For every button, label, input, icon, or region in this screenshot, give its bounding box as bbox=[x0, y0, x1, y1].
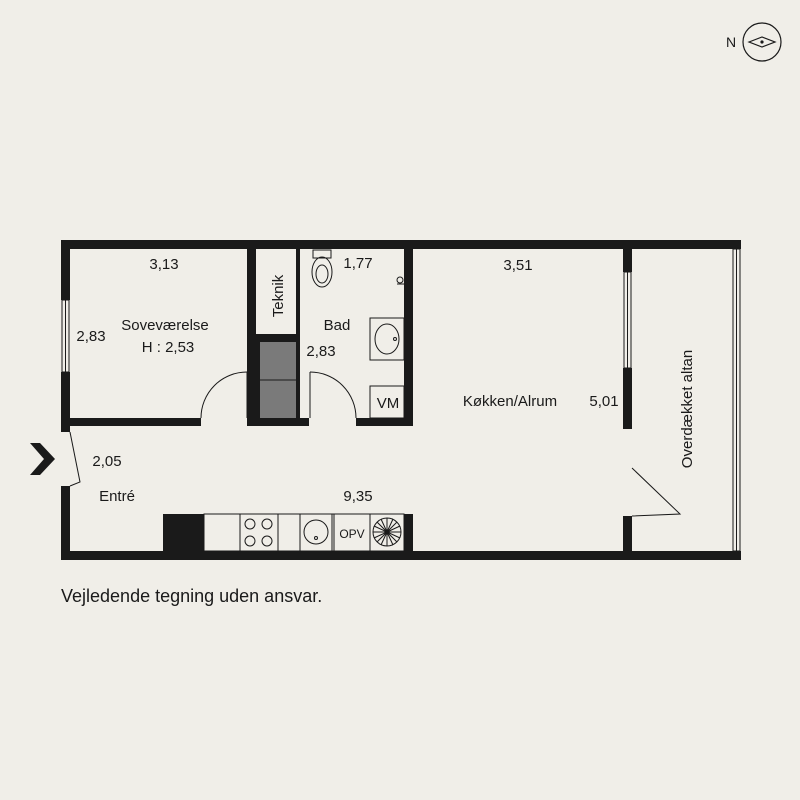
balcony-name: Overdækket altan bbox=[679, 350, 696, 468]
bedroom-height: H : 2,53 bbox=[142, 339, 195, 356]
bedroom-depth: 2,83 bbox=[76, 328, 105, 345]
toilet-icon bbox=[311, 249, 333, 288]
room-labels: 3,13 2,83 Soveværelse H : 2,53 Teknik 1,… bbox=[76, 255, 696, 541]
entrance-depth: 2,05 bbox=[92, 453, 121, 470]
kitchen-counter bbox=[163, 513, 405, 552]
kitchen-width: 3,51 bbox=[503, 257, 532, 274]
entry-door bbox=[69, 431, 81, 487]
bathroom-tap-icon bbox=[396, 276, 404, 285]
entry-arrow-icon bbox=[30, 443, 55, 475]
balcony-door bbox=[631, 467, 682, 517]
doors bbox=[69, 371, 682, 517]
technical-cupboard bbox=[260, 342, 296, 418]
washing-machine bbox=[369, 385, 405, 419]
compass: N bbox=[726, 22, 782, 62]
bedroom-name: Soveværelse bbox=[121, 317, 209, 334]
exterior-walls bbox=[61, 240, 741, 560]
bathroom-fixtures bbox=[311, 249, 405, 419]
dishwasher-label: OPV bbox=[339, 527, 364, 541]
fridge-cabinet bbox=[163, 514, 204, 551]
compass-icon bbox=[742, 22, 782, 62]
bedroom-door bbox=[200, 371, 248, 419]
bathroom-name: Bad bbox=[324, 317, 351, 334]
washing-machine-label: VM bbox=[377, 395, 400, 412]
compass-needle-icon bbox=[747, 36, 777, 48]
spiral-stair-icon bbox=[369, 513, 405, 552]
kitchen-sink-icon bbox=[299, 513, 333, 552]
technical-name: Teknik bbox=[270, 274, 287, 317]
bathroom-door bbox=[309, 371, 357, 419]
bedroom-width: 3,13 bbox=[149, 256, 178, 273]
windows bbox=[61, 248, 741, 552]
stove-icon bbox=[239, 513, 279, 552]
north-label: N bbox=[726, 34, 736, 50]
interior-walls bbox=[61, 240, 413, 560]
bathroom-width: 1,77 bbox=[343, 255, 372, 272]
disclaimer: Vejledende tegning uden ansvar. bbox=[61, 586, 323, 606]
kitchen-name: Køkken/Alrum bbox=[463, 393, 557, 410]
bathroom-sink-icon bbox=[369, 317, 405, 361]
entrance-length: 9,35 bbox=[343, 488, 372, 505]
kitchen-depth: 5,01 bbox=[589, 393, 618, 410]
bathroom-depth: 2,83 bbox=[306, 343, 335, 360]
entrance-name: Entré bbox=[99, 488, 135, 505]
